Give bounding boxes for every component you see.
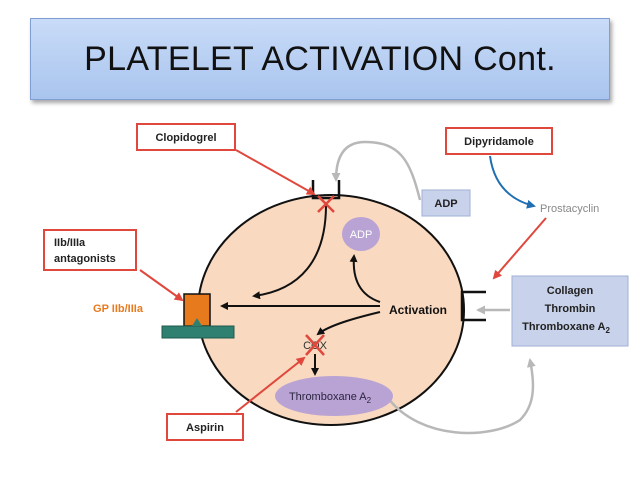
thromboxane-ellipse xyxy=(275,376,393,416)
slide-title: PLATELET ACTIVATION Cont. xyxy=(84,39,556,78)
cox-inhibition-x xyxy=(305,334,325,356)
receptor-inhibition-x xyxy=(317,195,335,213)
thromboxane-feedback-arrow xyxy=(387,358,536,435)
iib-label-line1: IIb/IIIa xyxy=(54,237,86,249)
dipyridamole-arrow xyxy=(489,155,536,209)
agonist-thromboxane: Thromboxane A2 xyxy=(522,321,610,335)
prostacyclin-label: Prostacyclin xyxy=(540,203,599,215)
activation-to-cox-arrow xyxy=(316,311,381,336)
adp-circle xyxy=(342,217,380,251)
iib-antagonists-box xyxy=(43,229,137,271)
clopidogrel-label: Clopidogrel xyxy=(155,132,216,144)
dipyridamole-box xyxy=(445,127,553,155)
aspirin-box xyxy=(166,413,244,441)
adp-circle-label: ADP xyxy=(350,229,373,241)
gp-label: GP IIb/IIIa xyxy=(93,303,144,315)
agonist-box xyxy=(511,275,629,347)
gp-notch xyxy=(192,318,202,326)
receptor-to-gp-arrow xyxy=(252,204,327,300)
adp-box-label: ADP xyxy=(434,198,457,210)
prostacyclin-arrow xyxy=(492,217,547,280)
agonist-thrombin: Thrombin xyxy=(545,303,596,315)
clopidogrel-arrow xyxy=(235,149,316,195)
agonist-receptor xyxy=(460,290,486,322)
aspirin-arrow xyxy=(235,356,306,413)
title-banner: PLATELET ACTIVATION Cont. xyxy=(30,18,610,100)
agonist-collagen: Collagen xyxy=(547,285,594,297)
aspirin-label: Aspirin xyxy=(186,422,224,434)
adp-feedback-arrow xyxy=(331,140,422,201)
activation-to-adp-arrow xyxy=(349,254,381,303)
activation-label: Activation xyxy=(389,303,447,317)
adp-box xyxy=(421,189,471,217)
thromboxane-label: Thromboxane A2 xyxy=(289,391,372,405)
iib-antagonists-arrow xyxy=(139,269,184,302)
dipyridamole-label: Dipyridamole xyxy=(464,136,534,148)
gp-membrane xyxy=(161,325,235,339)
clopidogrel-box xyxy=(136,123,236,151)
iib-label-line2: antagonists xyxy=(54,253,116,265)
